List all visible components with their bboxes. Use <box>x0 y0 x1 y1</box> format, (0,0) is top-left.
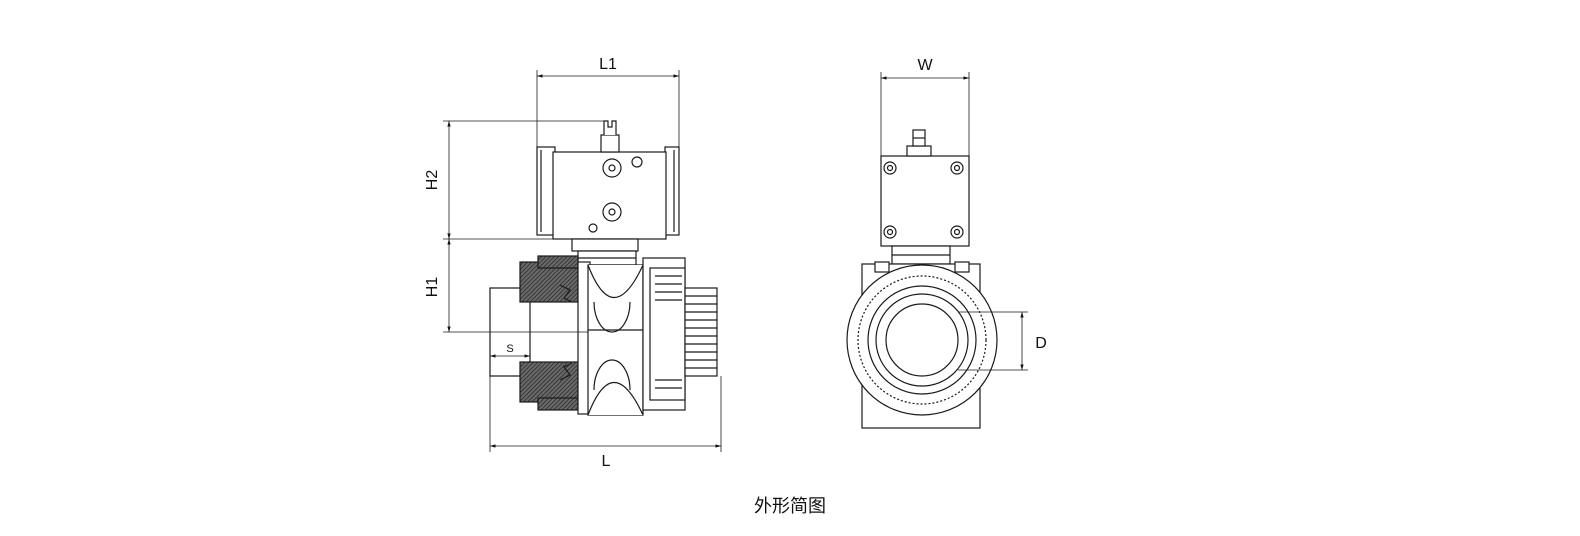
dim-label-h2: H2 <box>424 170 441 191</box>
dimension-lines-side <box>880 72 1028 371</box>
actuator-front <box>536 120 680 266</box>
dim-label-d: D <box>1035 335 1047 352</box>
figure-caption: 外形简图 <box>754 496 826 517</box>
valve-body-side <box>846 261 998 429</box>
side-view: W D <box>846 57 1047 429</box>
dim-label-l1: L1 <box>599 56 617 73</box>
dimension-lines-front <box>443 70 722 452</box>
dim-label-s: S <box>506 343 513 355</box>
actuator-side <box>880 129 970 265</box>
dim-label-h1: H1 <box>424 277 441 298</box>
nut-ribs <box>655 275 718 389</box>
union-left <box>489 255 591 415</box>
ball-body <box>587 264 644 416</box>
dim-label-l: L <box>602 453 611 470</box>
dim-label-w: W <box>917 57 933 74</box>
front-view: L1 H2 H1 S L <box>424 56 722 470</box>
union-right <box>642 257 718 411</box>
